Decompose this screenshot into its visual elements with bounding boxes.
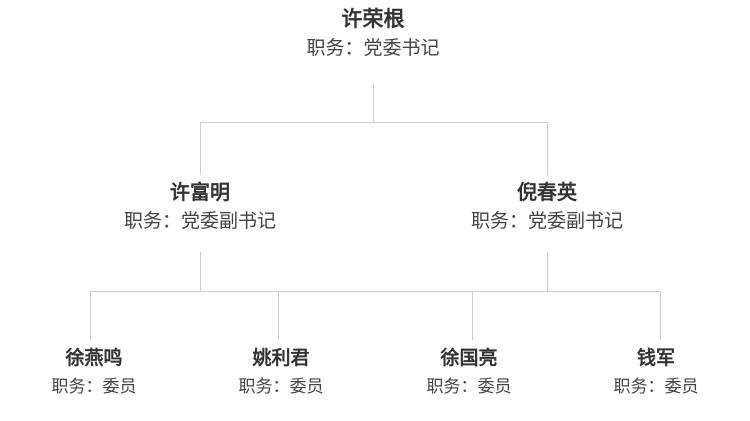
org-node-level3-1[interactable]: 徐燕鸣 职务：委员 [52, 347, 137, 399]
node-title: 职务：党委副书记 [470, 211, 624, 232]
connector-root-stem [373, 83, 374, 122]
node-name: 姚利君 [252, 348, 310, 369]
node-title: 职务：党委书记 [306, 38, 440, 60]
connector-level2-stem-1 [200, 252, 201, 291]
node-name: 徐国亮 [440, 348, 498, 369]
org-node-level2-1[interactable]: 许富明 职务：党委副书记 [124, 180, 276, 235]
connector-level3-drop-1 [90, 291, 91, 340]
org-node-level3-3[interactable]: 徐国亮 职务：委员 [427, 347, 512, 399]
org-node-root[interactable]: 许荣根 职务：党委书记 [306, 6, 439, 62]
connector-level3-bus [90, 291, 660, 292]
connector-level3-drop-3 [472, 291, 473, 340]
connector-level2-drop-2 [547, 122, 548, 175]
connector-level3-drop-4 [660, 291, 661, 340]
node-name: 徐燕鸣 [65, 348, 123, 369]
connector-level2-bus [200, 122, 548, 123]
org-node-level3-4[interactable]: 钱军 职务：委员 [614, 347, 699, 399]
node-name: 许富明 [169, 182, 230, 204]
node-title: 职务：委员 [613, 376, 699, 396]
node-name: 许荣根 [341, 8, 405, 31]
node-name: 倪春英 [516, 182, 577, 204]
connector-level3-drop-2 [278, 291, 279, 340]
connector-level2-stem-2 [547, 252, 548, 291]
node-title: 职务：委员 [238, 376, 324, 396]
node-title: 职务：党委副书记 [123, 211, 277, 232]
org-node-level3-2[interactable]: 姚利君 职务：委员 [239, 347, 324, 399]
node-name: 钱军 [636, 348, 675, 369]
org-node-level2-2[interactable]: 倪春英 职务：党委副书记 [471, 180, 623, 235]
node-title: 职务：委员 [426, 376, 512, 396]
node-title: 职务：委员 [51, 376, 137, 396]
connector-level2-drop-1 [200, 122, 201, 175]
